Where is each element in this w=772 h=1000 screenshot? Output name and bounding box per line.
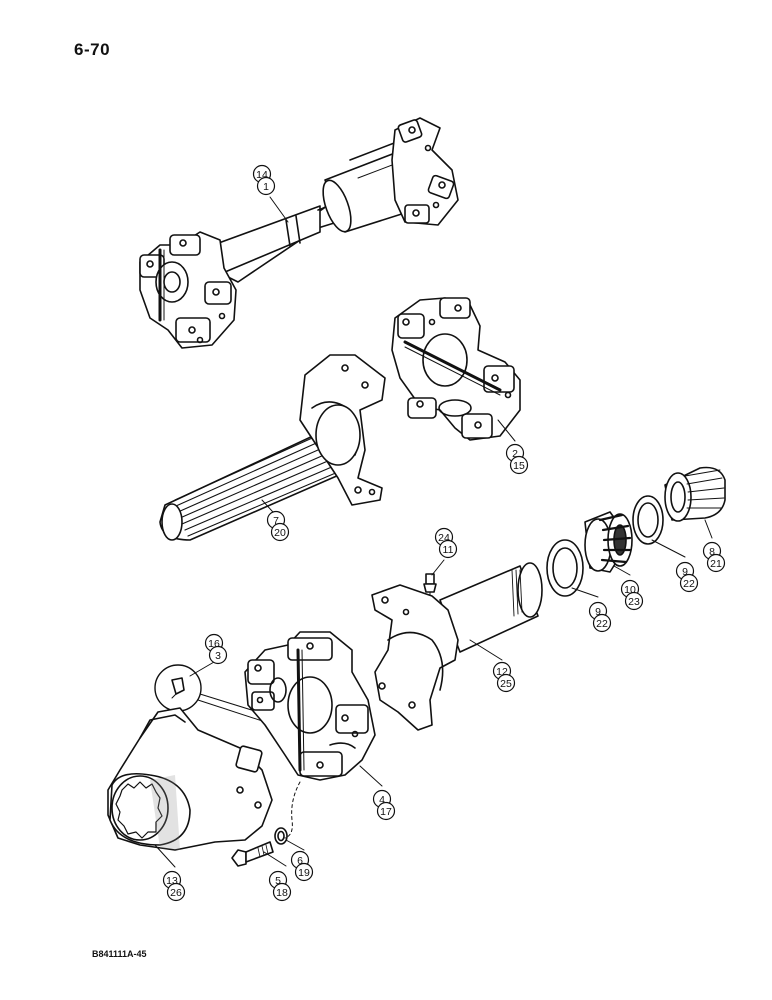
callout-circle-bottom	[272, 882, 292, 902]
flange-yoke-drawing	[107, 707, 273, 851]
leader-lines	[154, 196, 713, 868]
callout-number-bottom: 19	[298, 867, 310, 879]
callout-number-bottom: 25	[500, 678, 512, 690]
page-number: 6-70	[74, 40, 111, 59]
callout-number-top: 13	[166, 875, 178, 887]
callout-circle-bottom	[294, 862, 314, 882]
callout-circle-bottom	[496, 673, 516, 693]
lube-fitting-drawing	[423, 573, 437, 607]
callout-circle-bottom	[438, 539, 458, 559]
callout-circle-bottom	[509, 455, 529, 475]
callout-circle-bottom	[208, 645, 228, 665]
callout-number-top: 10	[624, 584, 636, 596]
callout-number-top: 6	[297, 855, 303, 867]
callout-number-bottom: 20	[274, 527, 286, 539]
callout-number-bottom: 22	[683, 578, 695, 590]
callout-universal-joint-upper: 215	[505, 443, 529, 475]
callout-circle-bottom	[376, 801, 396, 821]
callout-number-bottom: 23	[628, 596, 640, 608]
callout-circle-bottom	[270, 522, 290, 542]
callout-number-bottom: 26	[170, 887, 182, 899]
universal-joint-lower-drawing	[244, 631, 376, 781]
callout-bolt: 518	[268, 870, 292, 902]
callout-splined-yoke-shaft: 720	[266, 510, 290, 542]
bolt-drawing	[231, 841, 274, 867]
drive-shaft-assembly-drawing	[139, 117, 459, 349]
callout-number-top: 9	[595, 606, 601, 618]
callout-circle-bottom	[679, 573, 699, 593]
callout-number-top: 2	[512, 448, 518, 460]
bearing-drawing	[584, 511, 633, 573]
callout-number-bottom: 22	[596, 618, 608, 630]
callout-number-bottom: 3	[215, 650, 221, 662]
callout-number-top: 16	[208, 638, 220, 650]
lube-fitting-detail-drawing	[154, 664, 301, 733]
callout-nut: 821	[702, 541, 726, 573]
callout-number-bottom: 21	[710, 558, 722, 570]
callout-number-top: 24	[438, 532, 450, 544]
callout-number-bottom: 18	[276, 887, 288, 899]
nut-drawing	[664, 466, 726, 522]
callout-number-top: 8	[709, 546, 715, 558]
yoke-tube-drawing	[371, 562, 543, 731]
washer-inner-drawing	[546, 539, 584, 597]
figure-code: B841111A-45	[92, 949, 147, 959]
callout-number-bottom: 1	[263, 181, 269, 193]
callout-lock-washer: 619	[290, 850, 314, 882]
callout-number-top: 7	[273, 515, 279, 527]
callout-circle-bottom	[592, 613, 612, 633]
callout-circle-bottom	[624, 591, 644, 611]
callout-number-bottom: 15	[513, 460, 525, 472]
callout-universal-joint-lower: 417	[372, 789, 396, 821]
universal-joint-upper-drawing	[391, 297, 521, 441]
callout-circle-bottom	[706, 553, 726, 573]
lock-washer-drawing	[274, 827, 288, 845]
callout-lube-fitting-detail: 163	[204, 633, 228, 665]
callout-circle-bottom	[166, 882, 186, 902]
callout-number-top: 4	[379, 794, 385, 806]
callout-washer-outer: 922	[675, 561, 699, 593]
callout-number-top: 12	[496, 666, 508, 678]
callout-drive-shaft-assembly: 141	[252, 164, 276, 196]
washer-outer-drawing	[632, 495, 664, 545]
callout-number-top: 14	[256, 169, 268, 181]
callout-number-bottom: 11	[443, 544, 454, 556]
splined-yoke-shaft-drawing	[159, 354, 386, 541]
callout-washer-inner: 922	[588, 601, 612, 633]
callout-circle-bottom	[256, 176, 276, 196]
part-callouts: 1412157208219221023922241112251634171326…	[162, 164, 726, 902]
callout-number-top: 5	[275, 875, 281, 887]
callout-number-top: 9	[682, 566, 688, 578]
callout-number-bottom: 17	[380, 806, 392, 818]
